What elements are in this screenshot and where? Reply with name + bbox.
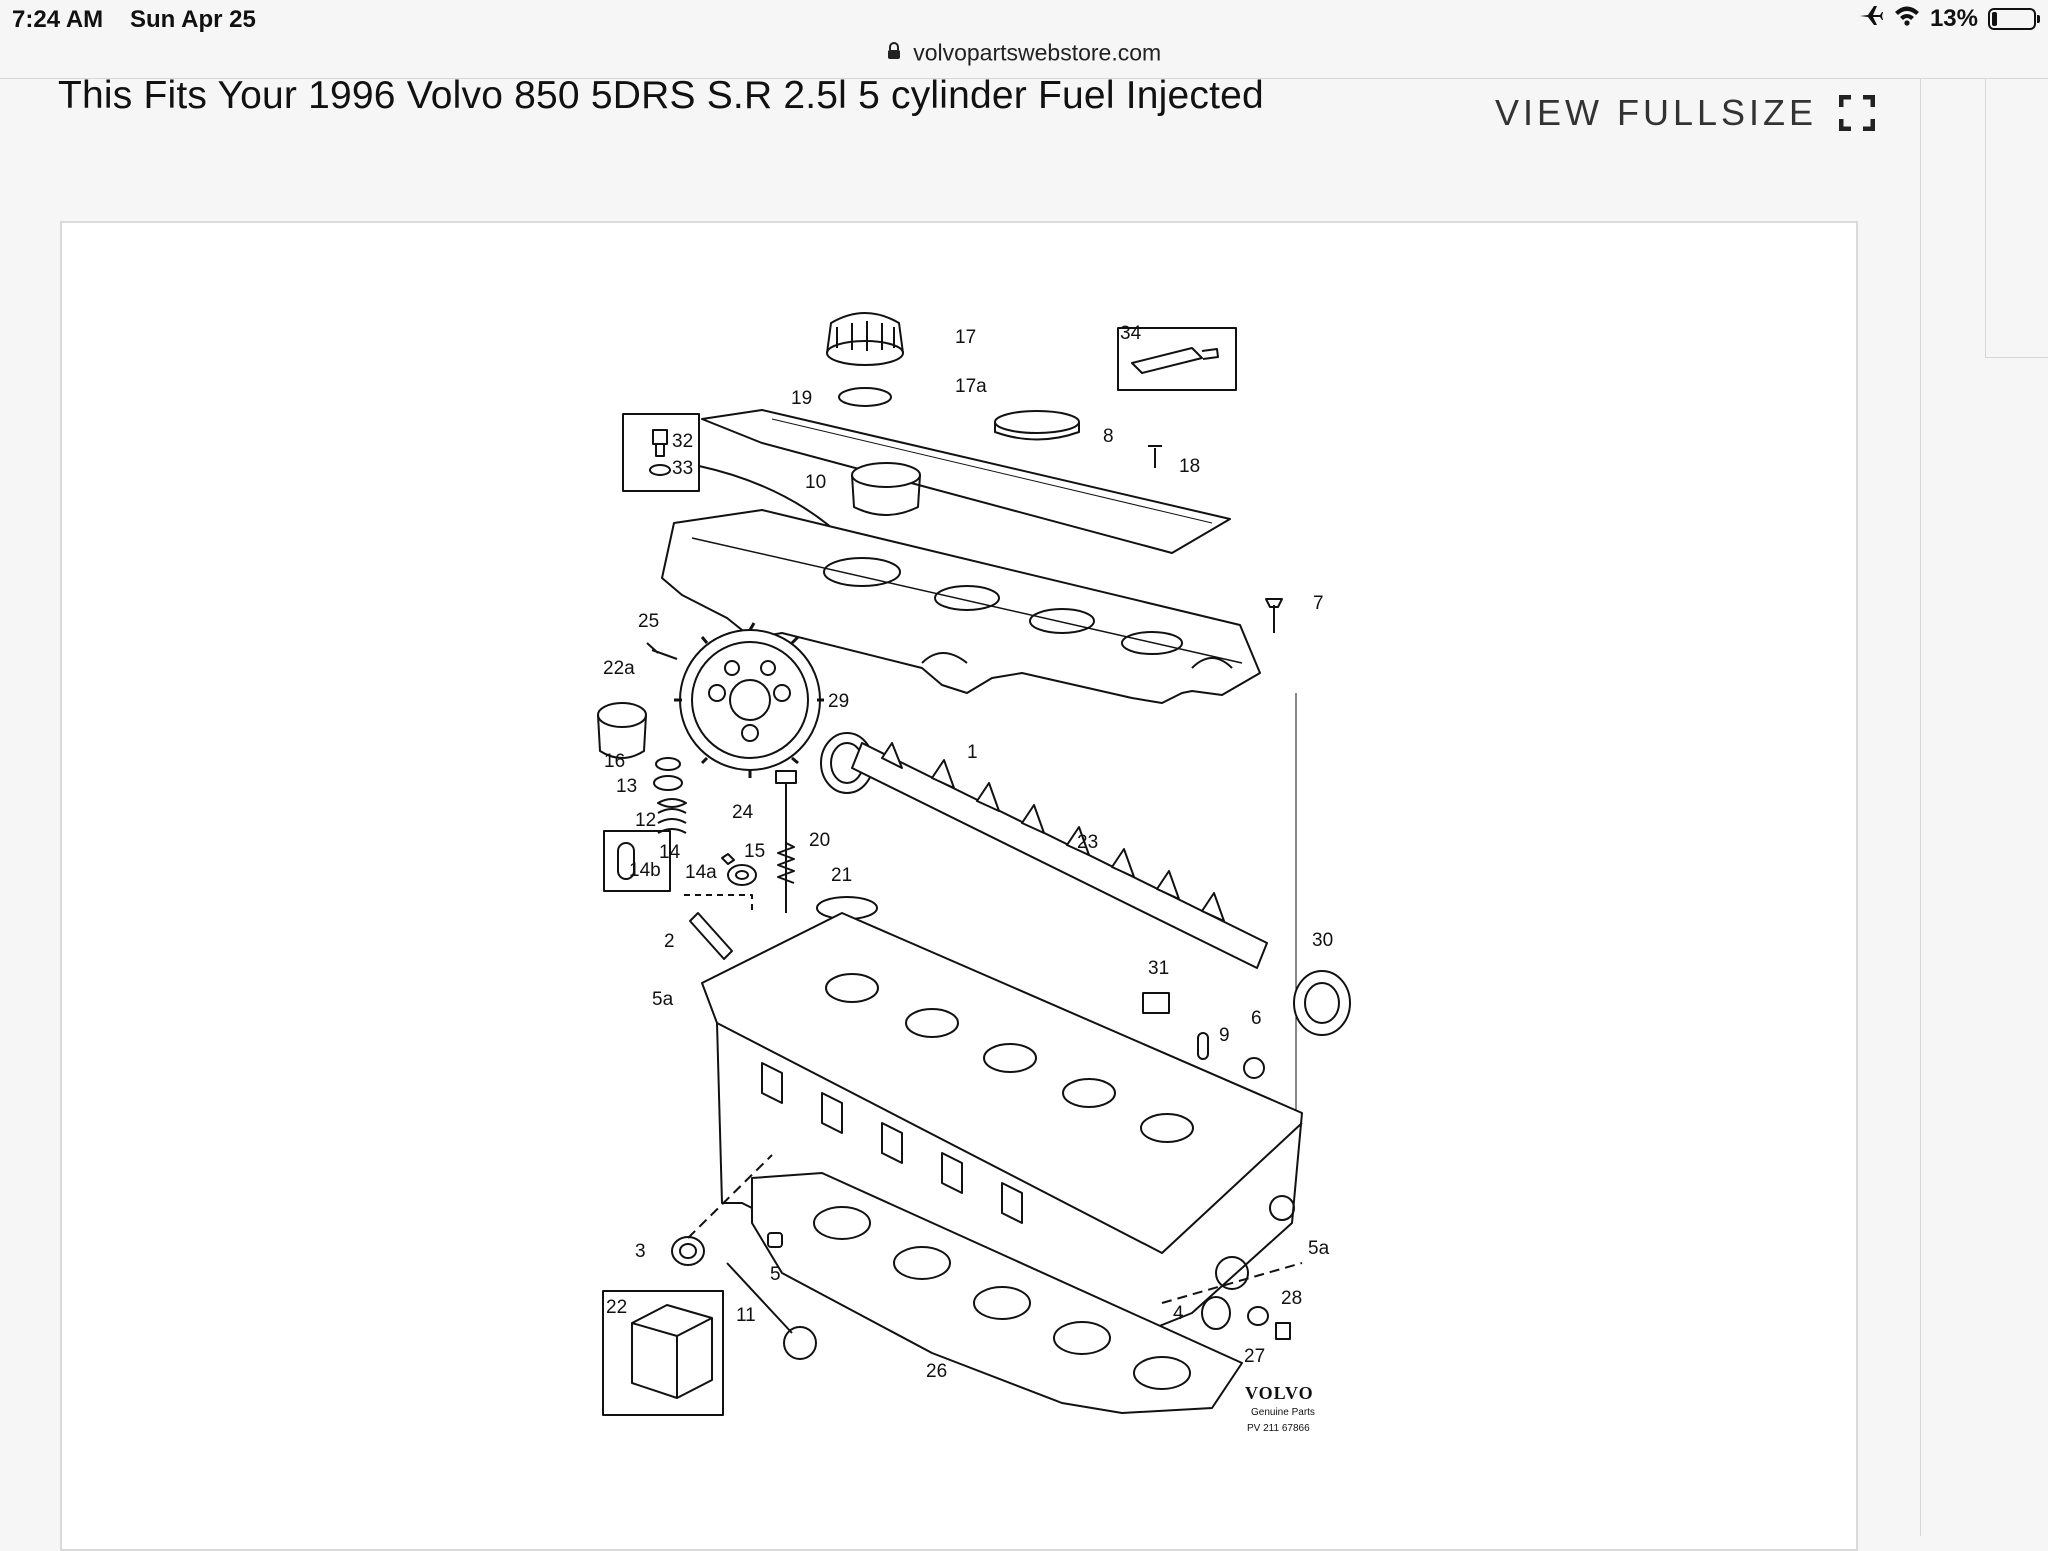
- oil-filler-cap: [826, 312, 904, 407]
- camshaft-gear: [674, 622, 824, 778]
- toolbar-divider: [0, 78, 2048, 79]
- callout-31: 31: [1148, 958, 1169, 979]
- gasket-kit-box: [602, 1290, 724, 1416]
- parts-diagram: 17 17a 34 19 8 18 32 33 10 7 25 22a 29 1…: [597, 312, 1351, 1434]
- callout-17a: 17a: [955, 376, 987, 397]
- view-fullsize-label: VIEW FULLSIZE: [1495, 92, 1818, 133]
- callout-28: 28: [1281, 1288, 1302, 1309]
- expand-icon: [1839, 95, 1876, 131]
- callout-9: 9: [1219, 1025, 1230, 1046]
- callout-30: 30: [1312, 930, 1333, 951]
- status-day: Sun Apr 25: [130, 6, 256, 33]
- battery-icon: [1988, 7, 2040, 30]
- callout-29: 29: [828, 691, 849, 712]
- wifi-icon: [1894, 4, 1920, 33]
- callout-12: 12: [635, 810, 656, 831]
- callout-22a: 22a: [603, 658, 635, 679]
- callout-10: 10: [805, 472, 826, 493]
- parts-diagram-frame: 17 17a 34 19 8 18 32 33 10 7 25 22a 29 1…: [60, 221, 1858, 1551]
- page-title: This Fits Your 1996 Volvo 850 5DRS S.R 2…: [58, 74, 1264, 117]
- callout-33: 33: [672, 458, 693, 479]
- callout-22: 22: [606, 1297, 627, 1318]
- callout-5a: 5a: [1308, 1238, 1330, 1259]
- valve-cover: [661, 509, 1261, 704]
- callout-4: 4: [1173, 1303, 1184, 1324]
- callout-2: 2: [664, 931, 675, 952]
- view-fullsize-button[interactable]: VIEW FULLSIZE: [1495, 92, 1876, 134]
- callout-7: 7: [1313, 593, 1324, 614]
- callout-14b: 14b: [629, 860, 661, 881]
- sealant-tube-box: [1117, 327, 1237, 391]
- callout-14a: 14a: [685, 862, 717, 883]
- callout-11: 11: [736, 1305, 756, 1326]
- callout-5: 5: [770, 1264, 781, 1285]
- battery-percent: 13%: [1929, 4, 1978, 32]
- url-host: volvopartswebstore.com: [913, 39, 1162, 66]
- airplane-icon: [1858, 4, 1884, 33]
- lock-icon: [887, 39, 901, 66]
- address-bar[interactable]: volvopartswebstore.com: [0, 38, 2048, 78]
- callout-26: 26: [926, 1361, 947, 1382]
- callout-20: 20: [809, 830, 830, 851]
- part-code: PV 211 67866: [1247, 1423, 1310, 1434]
- callout-13: 13: [616, 776, 637, 797]
- callout-1: 1: [967, 742, 978, 763]
- callout-25: 25: [638, 611, 659, 632]
- callout-21: 21: [831, 865, 852, 886]
- callout-17: 17: [955, 327, 976, 348]
- callout-32: 32: [672, 431, 693, 452]
- callout-18: 18: [1179, 456, 1200, 477]
- callout-24: 24: [732, 802, 754, 823]
- genuine-parts-label: Genuine Parts: [1251, 1407, 1315, 1418]
- callout-3: 3: [635, 1241, 646, 1262]
- volvo-logo: VOLVO: [1245, 1383, 1314, 1403]
- callout-15: 15: [744, 841, 765, 862]
- callout-19: 19: [791, 388, 812, 409]
- side-panel: [1985, 79, 2048, 358]
- callout-6: 6: [1251, 1008, 1262, 1029]
- callout-16: 16: [604, 751, 625, 772]
- callout-34: 34: [1120, 323, 1142, 344]
- cover-plate: [701, 409, 1231, 554]
- bolt-kit-box: [622, 413, 700, 492]
- head-gasket: [751, 1172, 1243, 1414]
- status-right: 13%: [1858, 4, 2040, 33]
- callout-14: 14: [659, 842, 681, 863]
- callout-8: 8: [1103, 426, 1114, 447]
- callout-23: 23: [1077, 832, 1098, 853]
- callout-5a: 5a: [652, 989, 674, 1010]
- camshaft: [851, 742, 1268, 969]
- callout-27: 27: [1244, 1346, 1265, 1367]
- status-bar: 7:24 AM Sun Apr 25 13%: [0, 0, 2048, 40]
- status-time: 7:24 AM: [12, 6, 104, 33]
